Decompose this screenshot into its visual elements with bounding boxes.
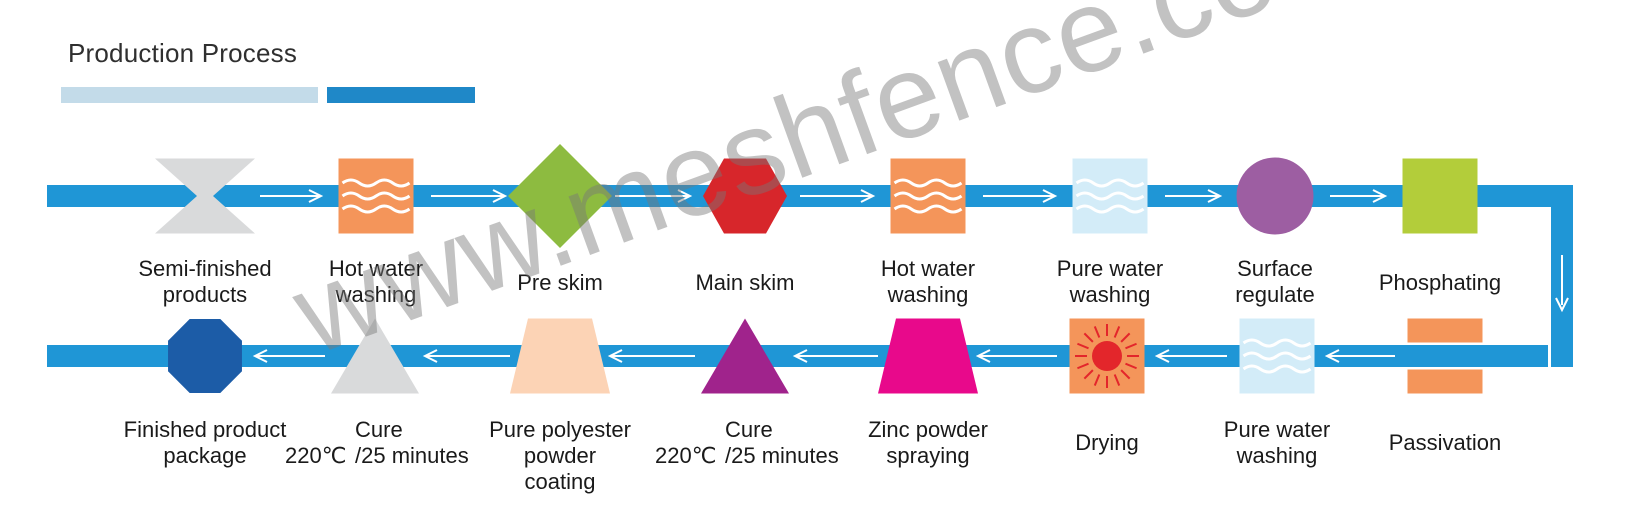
step-label: Passivation (1388, 430, 1502, 455)
sun-ray (1077, 342, 1089, 350)
title-underline-light (61, 87, 318, 103)
hexagon-icon (703, 158, 787, 234)
diamond-shape (508, 144, 612, 248)
page-title: Production Process (68, 38, 298, 68)
step-label: Drying (1075, 430, 1139, 455)
sun-ray (1125, 342, 1137, 350)
diamond-icon (508, 144, 612, 248)
left-arrow-head-icon (1154, 349, 1170, 363)
wave-line (1075, 204, 1145, 214)
split-square-icon (1407, 318, 1483, 394)
step-label: Cure/25 minutes (355, 417, 469, 468)
sun-ray (1120, 332, 1131, 343)
hourglass-shape (155, 158, 255, 234)
square-shape (1402, 158, 1478, 234)
left-arrow-head-icon (792, 349, 808, 363)
sun-ray (1083, 369, 1094, 380)
split-top (1407, 318, 1483, 343)
waves-icon (1239, 318, 1315, 394)
wave-line (341, 204, 411, 214)
title-underline-dark (327, 87, 475, 103)
sun-ray (1083, 332, 1094, 343)
sun-ray (1113, 326, 1121, 338)
step-label: Main skim (695, 270, 795, 295)
step-label: Pre skim (517, 270, 603, 295)
right-arrow-head-icon (1042, 189, 1058, 203)
sun-ray (1093, 326, 1101, 338)
wave-line (1075, 191, 1145, 201)
left-arrow-head-icon (422, 349, 438, 363)
sun-ray (1093, 374, 1101, 386)
hourglass-icon (155, 158, 255, 234)
wave-line (1242, 338, 1312, 348)
waves-icon (1072, 158, 1148, 234)
triangle-shape (701, 318, 789, 394)
step-label: Phosphating (1378, 270, 1502, 295)
sun-core (1092, 341, 1122, 371)
wave-line (1075, 178, 1145, 188)
waves-icon (338, 158, 414, 234)
wave-line (893, 191, 963, 201)
hexagon-shape (703, 158, 787, 234)
triangle-icon (701, 318, 789, 394)
right-arrow-head-icon (677, 189, 693, 203)
right-arrow-head-icon (1207, 189, 1223, 203)
cure-temperature: 220℃ (285, 443, 347, 468)
down-arrow-head-icon (1555, 297, 1569, 313)
left-arrow-head-icon (252, 349, 268, 363)
wave-line (1242, 364, 1312, 374)
wave-line (893, 204, 963, 214)
circle-icon (1236, 157, 1314, 235)
left-arrow-head-icon (975, 349, 991, 363)
sun-ray (1113, 374, 1121, 386)
sun-ray (1077, 362, 1089, 370)
right-arrow-head-icon (1372, 189, 1388, 203)
square-icon (1402, 158, 1478, 234)
trapezoid-shape (510, 318, 610, 394)
right-arrow-head-icon (860, 189, 876, 203)
left-arrow-head-icon (1324, 349, 1340, 363)
cure-temperature: 220℃ (655, 443, 717, 468)
trapezoid-icon (510, 318, 610, 394)
triangle-icon (331, 318, 419, 394)
trapezoid-shape (878, 318, 978, 394)
split-bottom (1407, 369, 1483, 394)
sun-icon (1069, 318, 1145, 394)
wave-line (341, 191, 411, 201)
triangle-shape (331, 318, 419, 394)
octagon-shape (168, 319, 242, 393)
left-arrow-head-icon (607, 349, 623, 363)
trapezoid-icon (878, 318, 978, 394)
wave-line (1242, 351, 1312, 361)
sun-ray (1120, 369, 1131, 380)
octagon-icon (168, 319, 242, 393)
circle-shape (1236, 157, 1314, 235)
step-label: Cure/25 minutes (725, 417, 839, 468)
wave-line (341, 178, 411, 188)
sun-ray (1125, 362, 1137, 370)
right-arrow-head-icon (492, 189, 508, 203)
wave-line (893, 178, 963, 188)
waves-icon (890, 158, 966, 234)
right-arrow-head-icon (308, 189, 324, 203)
